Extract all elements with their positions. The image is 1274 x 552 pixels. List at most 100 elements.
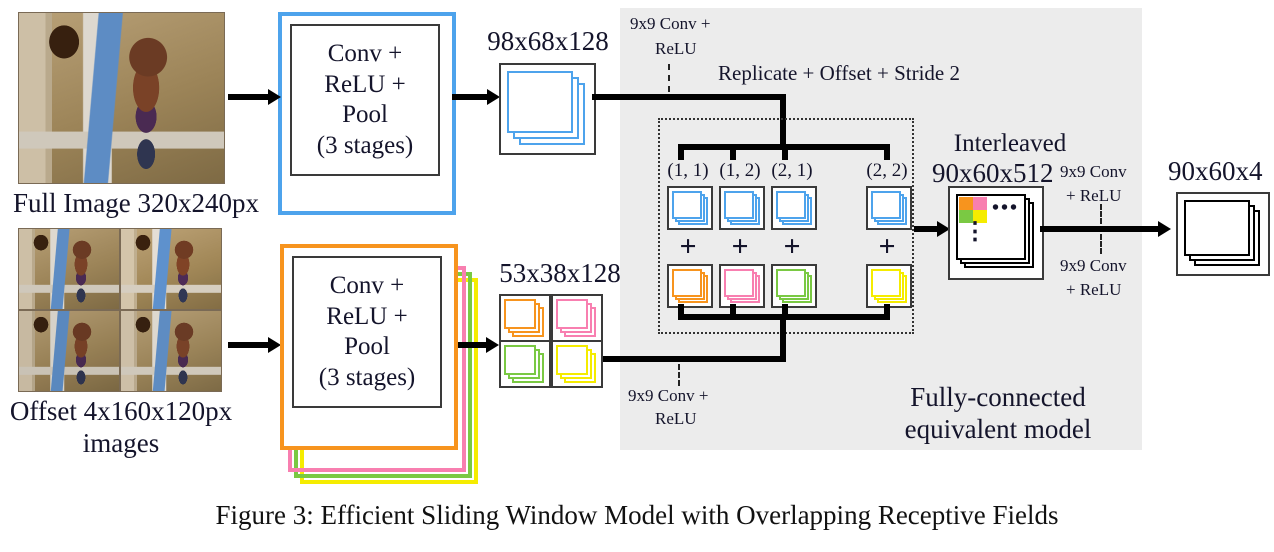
fanin-bottom-stub-2	[730, 304, 736, 320]
orange-card-1	[672, 269, 702, 297]
bottom-stage-line-4: (3 stages)	[318, 363, 416, 391]
arrow-fullimage-to-stage-head	[268, 89, 281, 105]
pair-label-1-1: (1, 1)	[667, 160, 709, 181]
arrow-stage-to-fm98-shaft	[452, 94, 490, 100]
output-frame	[1176, 192, 1270, 276]
offset-image-3	[18, 310, 120, 392]
fc-panel-title-line2: equivalent model	[904, 414, 1092, 444]
blue-card-1	[672, 191, 702, 219]
fm53-orange-frame	[499, 294, 551, 342]
top-stage-line-1: Conv +	[327, 40, 403, 67]
arrow-stage-to-fm53-shaft	[458, 342, 490, 348]
op-bottom-dash-tick	[678, 364, 680, 386]
full-image-label: Full Image 320x240px	[13, 188, 259, 218]
top-stage-line-4: (3 stages)	[316, 131, 414, 159]
interleaved-label-line2: 90x60x512	[932, 158, 1054, 188]
arrow-stage-to-fm98-head	[487, 89, 500, 105]
top-stage-accent-border	[278, 12, 456, 215]
op-bottom-label-line2: ReLU	[655, 409, 697, 428]
interleaved-ellipsis-horizontal: •••	[992, 197, 1020, 219]
fanout-top-stub-4	[884, 144, 890, 160]
op-out-lower-line2: + ReLU	[1066, 280, 1122, 299]
plus-sign-4: +	[878, 230, 896, 263]
arrow-stage-to-fm53-head	[486, 337, 499, 353]
offset-images-label-line2: images	[82, 428, 160, 458]
op-bottom-label-line1: 9x9 Conv +	[628, 386, 709, 405]
branch-yellow-stack	[866, 264, 912, 308]
connector-fanin-down	[780, 314, 786, 362]
fanout-top-stub-2	[730, 144, 736, 160]
offset-images-grid	[18, 228, 222, 392]
fanin-bottom-stub-1	[678, 304, 684, 320]
op-top-label-line2: ReLU	[655, 39, 697, 58]
plus-sign-1: +	[679, 230, 697, 263]
fm98-card-1	[507, 71, 573, 133]
top-conv-relu-pool-box: Conv + ReLU + Pool (3 stages)	[290, 24, 440, 176]
offset-images-label-line1: Offset 4x160x120px	[9, 396, 233, 426]
replicated-branches-group	[658, 118, 914, 334]
interleaved-cell-green	[959, 210, 973, 223]
op-top-label-line1: 9x9 Conv +	[630, 14, 711, 33]
top-stage-line-3: Pool	[342, 101, 388, 128]
pair-label-2-1: (2, 1)	[771, 160, 813, 181]
interleaved-cell-orange	[959, 197, 973, 210]
bottom-stage-line-2: ReLU +	[326, 302, 408, 330]
bottom-stage-line-1: Conv +	[329, 272, 405, 299]
fanout-top-stub-3	[782, 144, 788, 160]
op-out-upper-line2: + ReLU	[1066, 186, 1122, 205]
orange-card-1	[504, 299, 536, 329]
arrow-offset-to-stage-shaft	[228, 342, 270, 348]
interleaved-label-line1: Interleaved	[953, 130, 1067, 157]
arrow-to-output-shaft	[1040, 226, 1162, 232]
fm53-yellow-frame	[551, 340, 603, 388]
branch-blue-stack-4	[866, 186, 912, 230]
op-out-upper-dash-tick	[1100, 204, 1102, 224]
figure-caption: Figure 3: Efficient Sliding Window Model…	[215, 500, 1059, 530]
offset-image-4	[120, 310, 222, 392]
arrow-to-interleaved-head	[937, 221, 950, 237]
full-image-photo	[18, 12, 225, 184]
branch-green-stack	[771, 264, 817, 308]
interleaved-ellipsis-vertical: ⋮	[963, 219, 987, 245]
op-out-upper-line1: 9x9 Conv	[1060, 162, 1127, 181]
branch-blue-stack-3	[771, 186, 817, 230]
pink-card-1	[724, 269, 754, 297]
green-card-1	[776, 269, 806, 297]
blue-card-1	[871, 191, 901, 219]
branch-orange-stack	[667, 264, 713, 308]
bottom-stage-line-3: Pool	[344, 333, 390, 360]
output-card-1	[1184, 200, 1250, 256]
fc-panel-title-line1: Fully-connected	[910, 382, 1086, 412]
branch-blue-stack-2	[719, 186, 765, 230]
connector-fm98-right	[592, 94, 786, 100]
fanin-bottom-stub-4	[884, 304, 890, 320]
pair-label-2-2: (2, 2)	[866, 160, 908, 181]
interleaved-cell-pink	[973, 197, 987, 210]
branch-pink-stack	[719, 264, 765, 308]
offset-image-2	[120, 228, 222, 310]
plus-sign-2: +	[731, 230, 749, 263]
interleaved-frame: ••• ⋮	[948, 186, 1044, 280]
fm53-label: 53x38x128	[499, 258, 621, 288]
top-stage-line-2: ReLU +	[324, 70, 406, 98]
green-card-1	[504, 345, 536, 375]
arrow-to-output-head	[1158, 221, 1171, 237]
connector-fm98-down	[780, 94, 786, 146]
arrow-offset-to-stage-head	[268, 337, 281, 353]
blue-card-1	[724, 191, 754, 219]
blue-card-1	[776, 191, 806, 219]
bottom-conv-relu-pool-box: Conv + ReLU + Pool (3 stages)	[292, 256, 442, 408]
fm98-frame	[499, 63, 596, 155]
arrow-fullimage-to-stage-shaft	[228, 94, 270, 100]
interleaved-cell-yellow	[973, 210, 987, 223]
yellow-card-1	[871, 269, 901, 297]
arrow-to-interleaved-shaft	[914, 226, 940, 232]
offset-image-1	[18, 228, 120, 310]
branch-blue-stack-1	[667, 186, 713, 230]
pink-card-1	[556, 299, 588, 329]
replicate-offset-stride-label: Replicate + Offset + Stride 2	[718, 61, 960, 85]
fm53-green-frame	[499, 340, 551, 388]
pair-label-1-2: (1, 2)	[719, 160, 761, 181]
op-out-lower-line1: 9x9 Conv	[1060, 256, 1127, 275]
